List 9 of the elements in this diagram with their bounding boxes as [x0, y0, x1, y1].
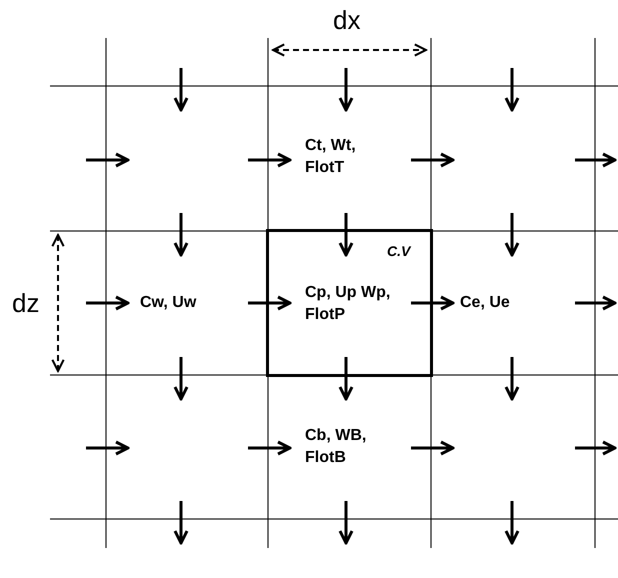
cell-label: Cw, Uw: [140, 293, 196, 313]
cell-label: Cp, Up Wp, FlotP: [305, 283, 392, 325]
cell-label: Ct, Wt, FlotT: [305, 136, 357, 178]
dimension-label: dz: [12, 288, 40, 318]
corner-label: C.V: [387, 242, 410, 261]
dimension-label: dx: [333, 5, 360, 35]
cell-label: Cb, WB, FlotB: [305, 426, 368, 468]
cell-label: Ce, Ue: [460, 293, 510, 313]
control-volume-box: [266, 229, 433, 377]
